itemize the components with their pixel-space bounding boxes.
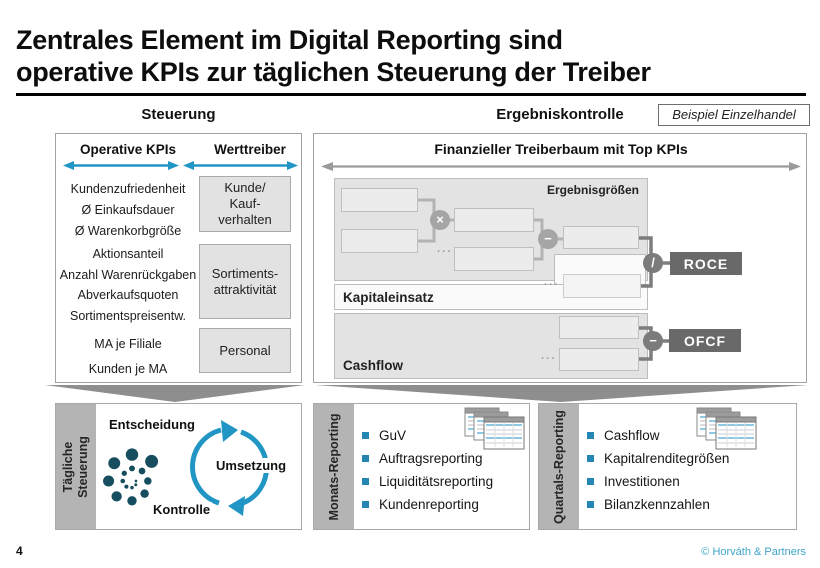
kpi-item: Kundenzufriedenheit [70, 182, 186, 196]
subtract-operator-icon: − [643, 331, 663, 351]
driver-box-kundeverhalten: Kunde/ Kauf- verhalten [199, 176, 291, 232]
list-item-label: Auftragsreporting [379, 451, 483, 466]
section-header-ergebniskontrolle: Ergebniskontrolle [496, 106, 624, 123]
monats-reporting-tab-label: Monats-Reporting [326, 413, 341, 520]
divide-operator-icon: / [643, 253, 663, 273]
tree-node-box [563, 274, 641, 298]
list-item-label: GuV [379, 428, 407, 443]
quartals-reporting-tab-label: Quartals-Reporting [551, 409, 566, 524]
col-header-werttreiber: Werttreiber [214, 142, 286, 157]
bullet-square-icon [362, 432, 369, 439]
kpi-group-2: Aktionsanteil Anzahl Warenrückgaben Abve… [59, 244, 197, 326]
kpi-group-3: MA je Filiale Kunden je MA [59, 332, 197, 382]
list-item-label: Bilanzkennzahlen [604, 497, 710, 512]
tree-node-box [341, 188, 418, 212]
roce-kpi-box: ROCE [670, 252, 742, 275]
spiral-dots-icon [103, 448, 159, 506]
tree-node-box [563, 226, 639, 249]
list-item: Kundenreporting [362, 493, 493, 516]
double-arrow-werttreiber-icon [183, 161, 298, 170]
double-arrow-treiberbaum-icon [321, 162, 801, 171]
list-item: Kapitalrenditegrößen [587, 447, 729, 470]
list-item-label: Kapitalrenditegrößen [604, 451, 730, 466]
taegliche-steuerung-tab-label: Tägliche Steuerung [61, 435, 90, 498]
list-item: Auftragsreporting [362, 447, 493, 470]
ofcf-kpi-box: OFCF [669, 329, 741, 352]
ellipsis-mark: ··· [437, 246, 453, 258]
page-number: 4 [16, 544, 23, 558]
monats-reporting-panel: Monats-Reporting GuV Auftragsreporting L… [313, 403, 530, 530]
list-item: Liquiditätsreporting [362, 470, 493, 493]
kpi-item: MA je Filiale [94, 337, 162, 351]
tree-node-box [559, 316, 639, 339]
treiberbaum-panel: Finanzieller Treiberbaum mit Top KPIs Er… [313, 133, 807, 383]
bullet-square-icon [362, 455, 369, 462]
list-item: Cashflow [587, 424, 729, 447]
tree-node-box [454, 208, 534, 232]
monats-reporting-list: GuV Auftragsreporting Liquiditätsreporti… [362, 424, 493, 516]
tree-node-box [454, 247, 534, 271]
list-item: Bilanzkennzahlen [587, 493, 729, 516]
driver-box-personal: Personal [199, 328, 291, 373]
bullet-square-icon [362, 478, 369, 485]
kpi-item: Aktionsanteil [92, 247, 164, 261]
double-arrow-operative-kpis-icon [63, 161, 179, 170]
kpi-item: Ø Warenkorbgröße [74, 224, 182, 238]
slide-title-line2: operative KPIs zur täglichen Steuerung d… [16, 57, 651, 87]
list-item-label: Kundenreporting [379, 497, 479, 512]
bullet-square-icon [362, 501, 369, 508]
list-item: GuV [362, 424, 493, 447]
bullet-square-icon [587, 478, 594, 485]
bullet-square-icon [587, 432, 594, 439]
subtract-operator-icon: − [538, 229, 558, 249]
report-stack-icon [696, 407, 757, 450]
cycle-step-kontrolle: Kontrolle [151, 502, 213, 517]
ergebnisgroessen-label: Ergebnisgrößen [546, 183, 639, 197]
kpi-item: Ø Einkaufsdauer [81, 203, 175, 217]
report-stack-icon [464, 407, 525, 450]
multiply-operator-icon: × [430, 210, 450, 230]
taegliche-steuerung-tab: Tägliche Steuerung [56, 404, 96, 529]
col-header-operative-kpis: Operative KPIs [79, 142, 177, 157]
list-item-label: Liquiditätsreporting [379, 474, 494, 489]
bullet-square-icon [587, 455, 594, 462]
quartals-reporting-tab: Quartals-Reporting [539, 404, 579, 529]
tree-node-box [341, 229, 418, 253]
slide-title: Zentrales Element im Digital Reporting s… [16, 24, 808, 88]
ellipsis-mark: ··· [544, 279, 560, 291]
monats-reporting-tab: Monats-Reporting [314, 404, 354, 529]
section-header-steuerung: Steuerung [141, 106, 216, 123]
kpi-item: Sortimentspreisentw. [69, 308, 187, 323]
cycle-step-umsetzung: Umsetzung [214, 458, 289, 473]
quartals-reporting-list: Cashflow Kapitalrenditegrößen Investitio… [587, 424, 729, 516]
kpi-item: Kunden je MA [88, 362, 168, 376]
example-badge: Beispiel Einzelhandel [658, 104, 810, 126]
title-underline [16, 93, 806, 96]
quartals-reporting-panel: Quartals-Reporting Cashflow Kapitalrendi… [538, 403, 797, 530]
kpi-group-1: Kundenzufriedenheit Ø Einkaufsdauer Ø Wa… [59, 179, 197, 242]
cycle-step-entscheidung: Entscheidung [107, 417, 197, 432]
kpi-item: Anzahl Warenrückgaben [59, 267, 197, 282]
treiberbaum-header: Finanzieller Treiberbaum mit Top KPIs [434, 141, 688, 157]
tree-node-box [559, 348, 639, 371]
ellipsis-mark: ··· [541, 353, 557, 365]
list-item-label: Investitionen [604, 474, 680, 489]
down-chevron-arrows-icon [45, 385, 808, 402]
driver-box-sortiment: Sortiments- attraktivität [199, 244, 291, 319]
list-item-label: Cashflow [604, 428, 660, 443]
slide-title-line1: Zentrales Element im Digital Reporting s… [16, 25, 563, 55]
kpi-item: Abverkaufsquoten [77, 288, 179, 302]
kapitaleinsatz-label: Kapitaleinsatz [343, 290, 434, 305]
cashflow-label: Cashflow [343, 358, 404, 373]
taegliche-steuerung-panel: Tägliche Steuerung Entscheidung Umsetzun… [55, 403, 302, 530]
bullet-square-icon [587, 501, 594, 508]
copyright-text: © Horváth & Partners [701, 546, 806, 558]
steuerung-panel: Operative KPIs Werttreiber Kundenzufried… [55, 133, 302, 383]
list-item: Investitionen [587, 470, 729, 493]
